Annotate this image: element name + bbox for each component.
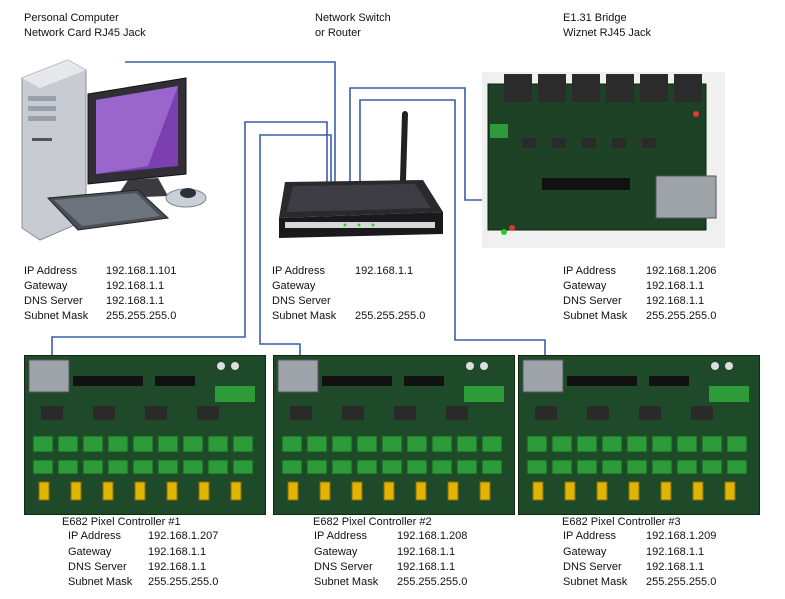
bridge-gateway-label: Gateway	[563, 280, 607, 292]
controller-2-mask-value: 255.255.255.0	[397, 576, 468, 588]
controller-2-ip-label: IP Address	[314, 530, 367, 542]
pc-ip-value: 192.168.1.101	[106, 265, 177, 277]
bridge-ip-label: IP Address	[563, 265, 616, 277]
controller-1-mask-label: Subnet Mask	[68, 576, 133, 588]
pixel-controller-board-2	[273, 355, 515, 515]
bridge-dns-label: DNS Server	[563, 295, 622, 307]
controller-3-dns-label: DNS Server	[563, 561, 622, 573]
controller-2-gateway-label: Gateway	[314, 546, 358, 558]
controller-2-dns-value: 192.168.1.1	[397, 561, 456, 573]
switch-gateway-label: Gateway	[272, 280, 316, 292]
controller-3-dns-value: 192.168.1.1	[646, 561, 705, 573]
computer-icon	[21, 59, 207, 241]
controller-1-mask-value: 255.255.255.0	[148, 576, 219, 588]
controller-1-gateway-value: 192.168.1.1	[148, 546, 207, 558]
pc-gateway-value: 192.168.1.1	[106, 280, 165, 292]
controller-2-ip-value: 192.168.1.208	[397, 530, 468, 542]
pc-dns-label: DNS Server	[24, 295, 83, 307]
controller-1-dns-label: DNS Server	[68, 561, 127, 573]
controller-2-gateway-value: 192.168.1.1	[397, 546, 456, 558]
controller-1-ip-value: 192.168.1.207	[148, 530, 219, 542]
switch-mask-value: 255.255.255.0	[355, 310, 426, 322]
cable-pc-switch	[125, 61, 336, 185]
controller-2-title: E682 Pixel Controller #2	[313, 516, 432, 528]
switch-mask-label: Subnet Mask	[272, 310, 337, 322]
bridge-ip-value: 192.168.1.206	[646, 265, 717, 277]
controller-1-gateway-label: Gateway	[68, 546, 112, 558]
bridge-gateway-value: 192.168.1.1	[646, 280, 705, 292]
controller-3-gateway-label: Gateway	[563, 546, 607, 558]
controller-3-gateway-value: 192.168.1.1	[646, 546, 705, 558]
e131-bridge-board	[482, 72, 725, 248]
switch-dns-label: DNS Server	[272, 295, 331, 307]
cable-switch-ctrl1	[51, 121, 328, 365]
cable-switch-ctrl2	[259, 134, 332, 365]
pc-dns-value: 192.168.1.1	[106, 295, 165, 307]
bridge-mask-label: Subnet Mask	[563, 310, 628, 322]
pixel-controller-board-3	[518, 355, 760, 515]
router-icon	[279, 111, 443, 238]
bridge-dns-value: 192.168.1.1	[646, 295, 705, 307]
controller-3-title: E682 Pixel Controller #3	[562, 516, 681, 528]
pc-ip-label: IP Address	[24, 265, 77, 277]
pc-mask-value: 255.255.255.0	[106, 310, 177, 322]
switch-ip-value: 192.168.1.1	[355, 265, 414, 277]
controller-1-title: E682 Pixel Controller #1	[62, 516, 181, 528]
pixel-controller-board-1	[24, 355, 266, 515]
controller-3-mask-value: 255.255.255.0	[646, 576, 717, 588]
controller-2-dns-label: DNS Server	[314, 561, 373, 573]
controller-2-mask-label: Subnet Mask	[314, 576, 379, 588]
bridge-mask-value: 255.255.255.0	[646, 310, 717, 322]
switch-ip-label: IP Address	[272, 265, 325, 277]
pc-gateway-label: Gateway	[24, 280, 68, 292]
controller-3-mask-label: Subnet Mask	[563, 576, 628, 588]
controller-3-ip-label: IP Address	[563, 530, 616, 542]
controller-1-ip-label: IP Address	[68, 530, 121, 542]
controller-1-dns-value: 192.168.1.1	[148, 561, 207, 573]
pc-mask-label: Subnet Mask	[24, 310, 89, 322]
controller-3-ip-value: 192.168.1.209	[646, 530, 717, 542]
cable-switch-ctrl3	[359, 99, 546, 365]
